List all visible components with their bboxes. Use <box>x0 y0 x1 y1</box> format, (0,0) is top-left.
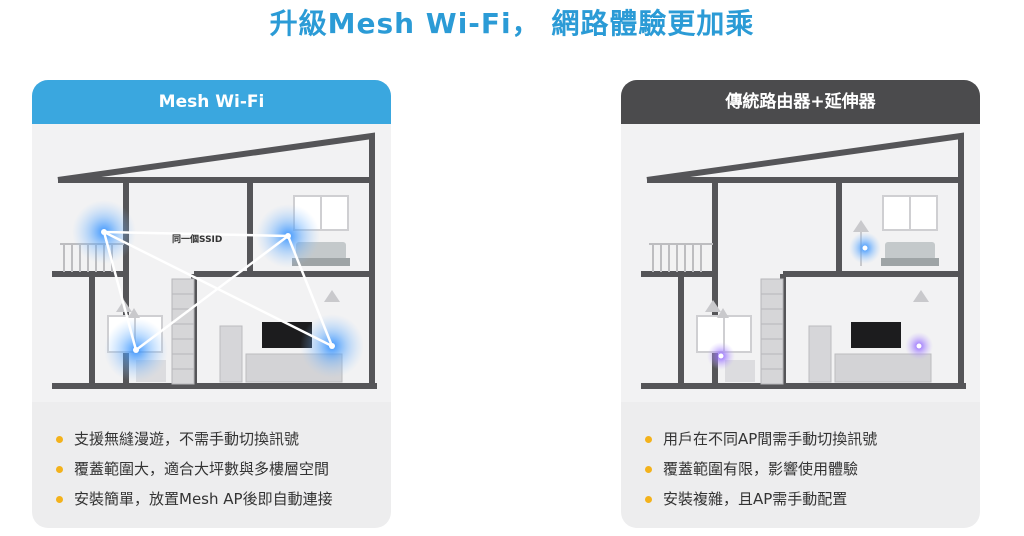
mesh-feature-list: 支援無縫漫遊，不需手動切換訊號 覆蓋範圍大，適合大坪數與多樓層空間 安裝簡單，放… <box>54 424 333 514</box>
feature-text: 覆蓋範圍大，適合大坪數與多樓層空間 <box>74 460 330 478</box>
bullet-dot <box>56 466 63 473</box>
page-title: 升級Mesh Wi-Fi， 網路體驗更加乘 <box>269 7 755 40</box>
bullet-dot <box>56 496 63 503</box>
list-item: 覆蓋範圍有限，影響使用體驗 <box>643 454 877 484</box>
list-item: 安裝複雜，且AP需手動配置 <box>643 484 877 514</box>
feature-text: 覆蓋範圍有限，影響使用體驗 <box>663 460 859 478</box>
mesh-wifi-card: Mesh Wi-Fi <box>32 80 391 528</box>
list-item: 支援無縫漫遊，不需手動切換訊號 <box>54 424 333 454</box>
bullet-dot <box>56 436 63 443</box>
mesh-house-illustration: 同一個SSID <box>32 124 391 402</box>
bullet-dot <box>645 436 652 443</box>
feature-text: 安裝複雜，且AP需手動配置 <box>663 490 848 508</box>
bullet-dot <box>645 466 652 473</box>
mesh-card-header: Mesh Wi-Fi <box>32 80 391 124</box>
bullet-dot <box>645 496 652 503</box>
list-item: 用戶在不同AP間需手動切換訊號 <box>643 424 877 454</box>
traditional-feature-list: 用戶在不同AP間需手動切換訊號 覆蓋範圍有限，影響使用體驗 安裝複雜，且AP需手… <box>643 424 877 514</box>
traditional-house-illustration <box>621 124 980 402</box>
feature-text: 支援無縫漫遊，不需手動切換訊號 <box>74 430 300 448</box>
list-item: 安裝簡單，放置Mesh AP後即自動連接 <box>54 484 333 514</box>
traditional-router-card: 傳統路由器+延伸器 <box>621 80 980 528</box>
feature-text: 用戶在不同AP間需手動切換訊號 <box>663 430 878 448</box>
traditional-card-header: 傳統路由器+延伸器 <box>621 80 980 124</box>
feature-text: 安裝簡單，放置Mesh AP後即自動連接 <box>74 490 333 508</box>
ssid-label: 同一個SSID <box>172 233 222 245</box>
list-item: 覆蓋範圍大，適合大坪數與多樓層空間 <box>54 454 333 484</box>
